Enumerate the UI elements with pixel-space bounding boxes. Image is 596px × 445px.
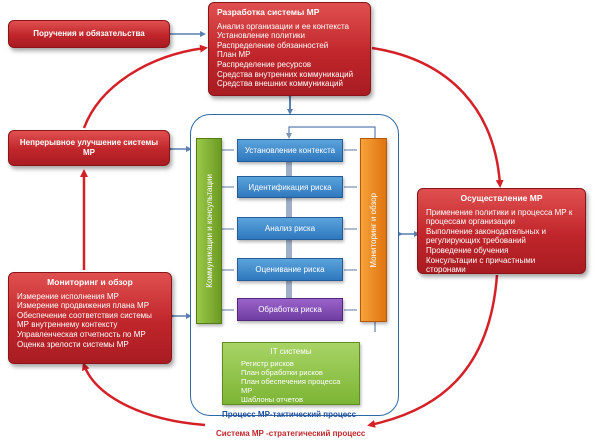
monitoring-item: МР внутреннему контексту bbox=[17, 320, 118, 330]
implementation-title: Осуществление МР bbox=[460, 193, 543, 203]
development-item: Установление политики bbox=[217, 31, 306, 41]
development-item: Анализ организации и ее контекста bbox=[217, 21, 349, 31]
communication-bar: Коммуникации и консультации bbox=[196, 138, 222, 324]
implementation-item: Выполнение законодательных и регулирующи… bbox=[426, 226, 547, 246]
it-systems-list: Регистр рисков План обработки рисков Пла… bbox=[229, 359, 353, 404]
monitoring-list: Измерение исполнения МР Измерение продви… bbox=[17, 292, 163, 350]
step-label: Обработка риска bbox=[258, 305, 322, 314]
development-box: Разработка системы МР Анализ организации… bbox=[208, 2, 371, 96]
step-treatment: Обработка риска bbox=[237, 298, 343, 321]
cycle-arrow-top-right bbox=[371, 46, 504, 188]
step-context: Установление контекста bbox=[237, 139, 343, 162]
development-item: План МР bbox=[217, 50, 251, 60]
development-item: Распределение обязанностей bbox=[217, 40, 329, 50]
it-systems-item: План обработки рисков bbox=[241, 368, 323, 377]
it-systems-title: IT системы bbox=[270, 347, 312, 356]
implementation-item: Применение политики и процесса МР к проц… bbox=[426, 207, 573, 227]
development-item: Средства внешних коммуникаций bbox=[217, 79, 343, 89]
step-analysis: Анализ риска bbox=[237, 217, 343, 240]
monitoring-item: Обеспечение соответствия системы bbox=[17, 310, 152, 320]
monitoring-title: Мониторинг и обзор bbox=[47, 277, 133, 287]
step-label: Оценивание риска bbox=[255, 265, 325, 274]
step-label: Установление контекста bbox=[244, 146, 336, 155]
improvement-box: Непрерывное улучшение системы МР bbox=[8, 130, 170, 166]
cycle-arrow-bottom-right bbox=[367, 274, 499, 428]
development-list: Анализ организации и ее контекста Устано… bbox=[217, 22, 362, 89]
step-evaluation: Оценивание риска bbox=[237, 258, 343, 281]
monitoring-box: Мониторинг и обзор Измерение исполнения … bbox=[8, 272, 172, 364]
implementation-list: Применение политики и процесса МР к проц… bbox=[426, 208, 577, 275]
implementation-item: Проведение обучения bbox=[426, 245, 509, 255]
cycle-arrow-top-left bbox=[82, 44, 208, 129]
obligations-title: Поручения и обязательства bbox=[33, 29, 145, 38]
step-label: Идентификация риска bbox=[248, 182, 332, 192]
development-title: Разработка системы МР bbox=[217, 7, 320, 17]
monitoring-bar-label: Мониторинг и обзор bbox=[369, 192, 378, 268]
monitoring-item: Измерение продвижения плана МР bbox=[17, 301, 150, 311]
strategic-process-label: Система МР -стратегический процесс bbox=[216, 429, 366, 438]
monitoring-item: Измерение исполнения МР bbox=[17, 291, 119, 301]
monitoring-item: Управленческая отчетность по МР bbox=[17, 329, 146, 339]
it-systems-item: План обеспечения процесса МР bbox=[241, 377, 341, 395]
implementation-box: Осуществление МР Применение политики и п… bbox=[417, 188, 586, 274]
step-label: Анализ риска bbox=[264, 224, 316, 233]
cycle-arrow-bottom-left bbox=[81, 362, 206, 427]
communication-label: Коммуникации и консультации bbox=[204, 174, 214, 288]
obligations-box: Поручения и обязательства bbox=[8, 20, 170, 48]
monitoring-item: Оценка зрелости системы МР bbox=[17, 339, 129, 349]
it-systems-box: IT системы Регистр рисков План обработки… bbox=[222, 342, 360, 405]
development-item: Средства внутренних коммуникаций bbox=[217, 69, 354, 79]
development-item: Распределение ресурсов bbox=[217, 59, 312, 69]
monitoring-bar: Мониторинг и обзор bbox=[360, 138, 387, 322]
it-systems-item: Шаблоны отчетов bbox=[241, 395, 304, 404]
implementation-item: Консультации с причастными сторонами bbox=[426, 255, 536, 275]
it-systems-item: Регистр рисков bbox=[241, 359, 294, 368]
step-identification: Идентификация риска bbox=[237, 176, 343, 198]
improvement-title: Непрерывное улучшение системы МР bbox=[19, 138, 159, 157]
tactical-process-label: Процесс МР-тактический процесс bbox=[222, 410, 357, 419]
